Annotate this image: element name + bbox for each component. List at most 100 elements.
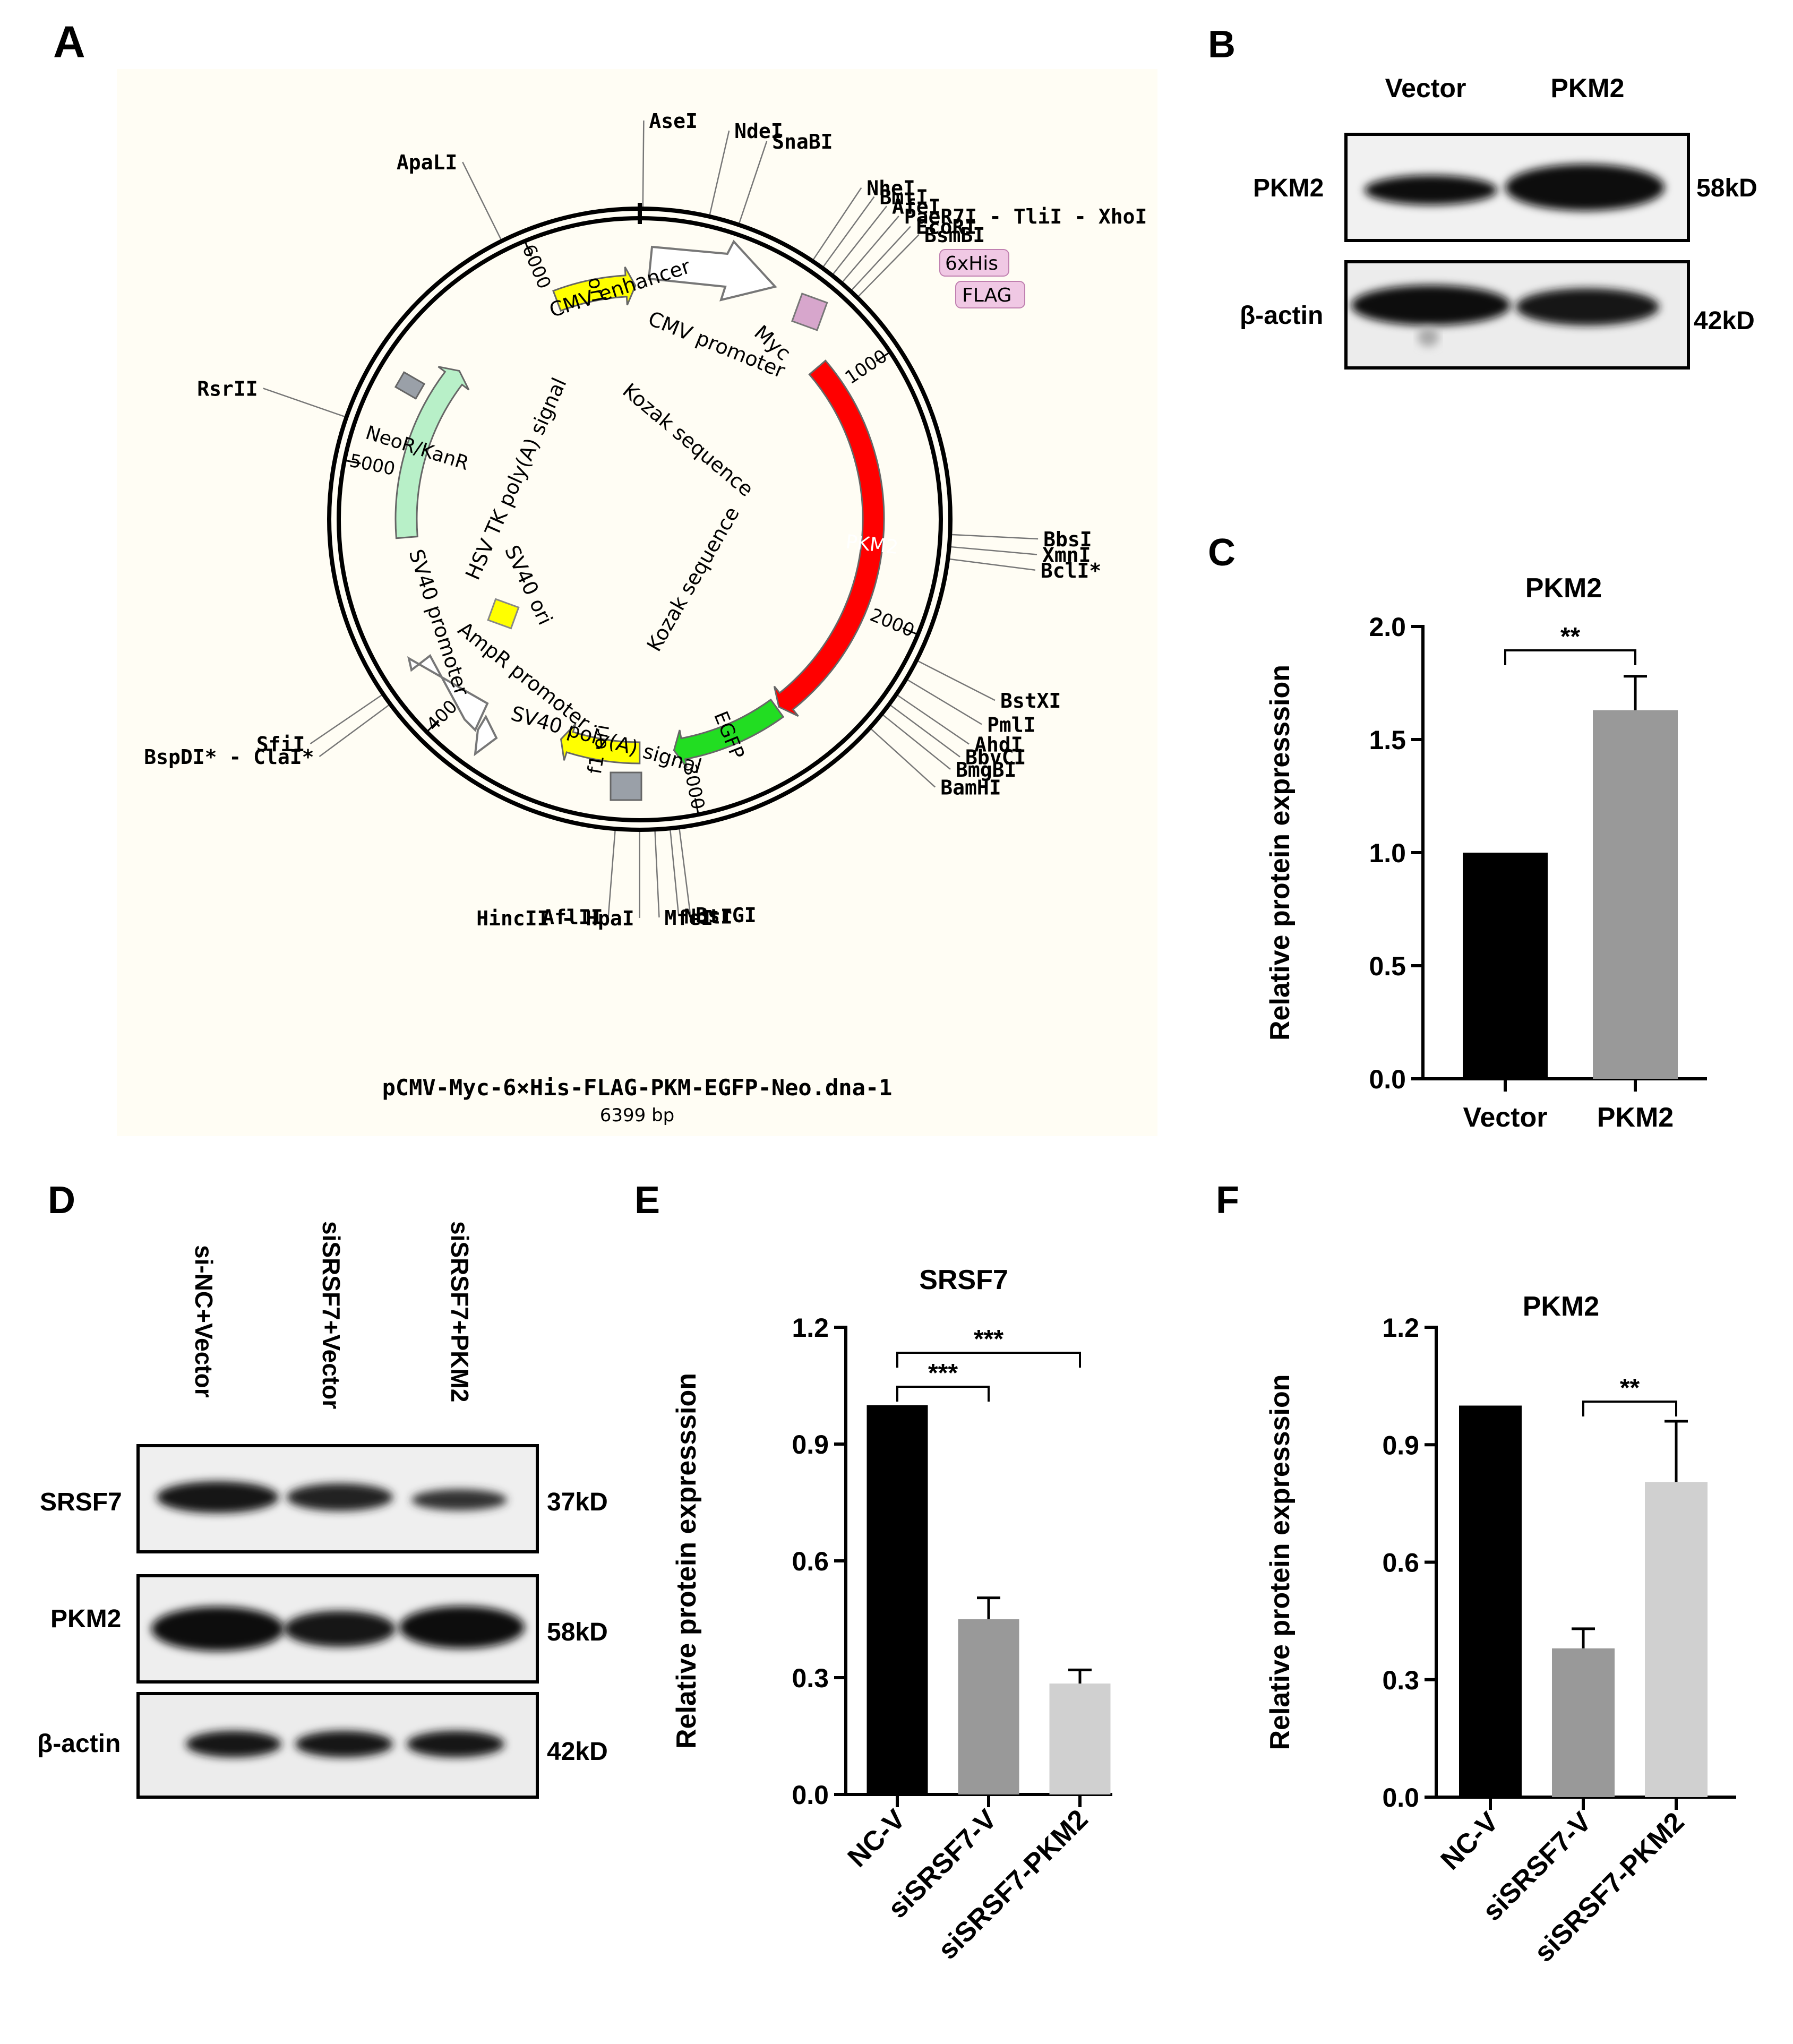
y-tick-label: 2.0 — [1369, 612, 1406, 642]
y-tick-label: 0.9 — [1382, 1430, 1419, 1460]
plasmid-feature — [773, 359, 885, 717]
x-tick-label: Vector — [1463, 1102, 1548, 1133]
significance-label: *** — [928, 1359, 958, 1387]
chart-title: PKM2 — [1523, 1291, 1599, 1322]
site-leader-line — [708, 130, 730, 218]
bar — [1463, 853, 1548, 1079]
y-tick-label: 1.5 — [1369, 725, 1406, 755]
plasmid-tick — [426, 719, 439, 733]
blot-band — [1365, 175, 1497, 205]
bar — [1459, 1405, 1522, 1797]
restriction-site-label: BsmBI — [924, 224, 985, 247]
hsv-tk-polya-box — [394, 371, 426, 400]
chart-title: SRSF7 — [919, 1265, 1008, 1295]
plasmid-feature — [560, 723, 641, 765]
significance-label: *** — [974, 1325, 1003, 1353]
bar — [867, 1405, 928, 1794]
restriction-site-label: BstXI — [1000, 689, 1061, 712]
sv40-promoter-arrow — [407, 654, 489, 732]
restriction-site-label: PaeR7I - TliI - XhoI — [904, 205, 1147, 228]
plasmid-name: pCMV-Myc-6×His-FLAG-PKM-EGFP-Neo.dna-1 — [382, 1075, 893, 1101]
blot-band — [295, 1731, 393, 1757]
blot-d-size-label: 58kD — [547, 1618, 608, 1646]
restriction-site-label: BamHI — [940, 776, 1001, 800]
restriction-site-label: NotI — [684, 905, 733, 928]
blot-d-protein-label: β-actin — [37, 1730, 121, 1758]
bar — [1049, 1684, 1111, 1794]
y-tick-label: 0.9 — [792, 1430, 829, 1459]
restriction-site-label: PmlI — [987, 713, 1036, 736]
panel-letter-f: F — [1216, 1179, 1239, 1222]
blot-d-size-label: 42kD — [547, 1738, 608, 1766]
blot-d-size-label: 37kD — [547, 1488, 608, 1516]
blot-band — [186, 1731, 281, 1757]
y-tick-label: 0.6 — [1382, 1548, 1419, 1578]
y-tick-label: 0.3 — [1382, 1665, 1419, 1695]
blot-b-size-label: 42kD — [1694, 307, 1755, 335]
x-tick-label: NC-V — [1435, 1806, 1505, 1876]
restriction-site-label: NdeI — [734, 119, 783, 143]
site-leader-line — [949, 534, 1039, 540]
site-leader-line — [895, 693, 970, 745]
restriction-site-label: HincII - HpaI — [476, 907, 634, 930]
y-tick-label: 0.0 — [1369, 1064, 1406, 1094]
blot-band — [151, 1607, 284, 1651]
site-leader-line — [669, 828, 680, 916]
site-leader-line — [881, 713, 951, 770]
blot-band — [411, 1489, 507, 1510]
blot-band — [399, 1606, 525, 1648]
x-tick-label: PKM2 — [1597, 1102, 1674, 1133]
site-leader-line — [811, 187, 862, 262]
label-6xhis: 6xHis — [939, 249, 1009, 277]
restriction-site-label: ApaLI — [397, 151, 457, 174]
plasmid-tick — [345, 459, 361, 465]
restriction-site-label: SfiI — [256, 733, 305, 756]
restriction-site-label: AhdI — [974, 733, 1023, 757]
blot-d-lane-label: siSRSF7+PKM2 — [446, 1221, 474, 1402]
site-leader-line — [888, 703, 960, 758]
plasmid-tick — [524, 241, 532, 257]
blot-speck — [1418, 328, 1439, 347]
y-tick-label: 1.2 — [792, 1313, 829, 1343]
plasmid-tick — [902, 627, 918, 635]
blot-band — [407, 1731, 504, 1757]
blot-band — [1351, 285, 1511, 325]
site-leader-line — [319, 703, 391, 757]
site-leader-line — [948, 546, 1037, 555]
y-axis-label: Relative protein expresssion — [1265, 665, 1296, 1041]
plasmid-tick — [694, 798, 699, 814]
bar — [1593, 710, 1678, 1079]
restriction-site-label: MfeI — [664, 906, 713, 930]
blot-d-protein-label: PKM2 — [50, 1605, 121, 1633]
panel-letter-b: B — [1208, 23, 1236, 66]
chart-title: PKM2 — [1525, 573, 1602, 604]
cmv-enhancer-arrow — [647, 239, 777, 302]
plasmid-feature — [673, 698, 785, 768]
restriction-site-label: XmnI — [1042, 543, 1091, 566]
plasmid-background — [117, 69, 1157, 1136]
restriction-site-label: AseI — [649, 109, 698, 133]
restriction-site-label: BbsI — [1043, 528, 1092, 551]
blot-band — [287, 1483, 393, 1511]
blot-d-lane-label: si-NC+Vector — [190, 1245, 218, 1398]
sv40-polya-box — [610, 771, 642, 801]
site-leader-line — [263, 388, 347, 418]
site-leader-line — [947, 558, 1036, 571]
restriction-site-label: RsrII — [197, 377, 258, 400]
panel-letter-a: A — [53, 17, 85, 67]
significance-bracket — [1582, 1401, 1677, 1416]
blot-band — [1516, 288, 1659, 325]
label-flag: FLAG — [955, 281, 1025, 308]
plasmid-tick — [876, 351, 890, 362]
restriction-site-label: AfeI — [892, 195, 941, 218]
ampr-promoter-arrow — [474, 714, 498, 757]
site-leader-line — [737, 141, 768, 226]
site-leader-line — [850, 226, 911, 293]
y-tick-label: 1.2 — [1382, 1313, 1419, 1343]
